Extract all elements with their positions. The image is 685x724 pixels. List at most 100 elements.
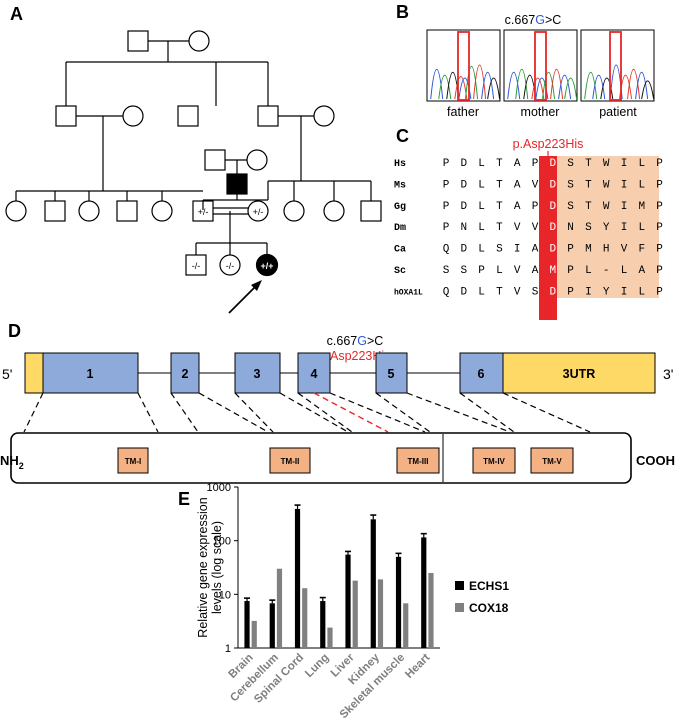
residue: D — [460, 286, 467, 298]
residue: H — [603, 244, 610, 256]
trace-peak — [487, 77, 501, 100]
pedigree-female-iv8 — [283, 200, 305, 222]
trace-peak — [454, 76, 468, 100]
y-tick-label: 100 — [213, 536, 231, 548]
chromatogram-father-frame — [426, 29, 501, 102]
residue: P — [656, 265, 663, 277]
tm-domain-5-label: TM-V — [542, 457, 562, 466]
tm-domain-4-label: TM-IV — [483, 457, 505, 466]
bar-echs1-heart — [421, 537, 427, 648]
bar-echs1-kidney — [370, 519, 376, 648]
residue: L — [478, 222, 485, 234]
exon-3-label: 3 — [254, 367, 261, 381]
trace-peak — [641, 80, 655, 100]
residue: A — [638, 265, 645, 277]
residue: V — [514, 265, 521, 277]
bar-echs1-liver — [345, 554, 351, 648]
panel-label-d: D — [8, 321, 21, 341]
species-label: Ca — [394, 245, 406, 256]
trace-peak — [627, 68, 641, 100]
panel-label-e: E — [178, 489, 190, 509]
pedigree-male-iii1 — [204, 149, 226, 171]
exon-2-label: 2 — [182, 367, 189, 381]
residue: Y — [603, 222, 610, 234]
residue: P — [443, 179, 450, 191]
pedigree-female-iii2 — [246, 149, 268, 171]
pedigree-female-iv1 — [5, 200, 27, 222]
bar-cox18-lung — [327, 627, 333, 648]
pedigree-female-v2 — [219, 254, 241, 276]
residue: L — [638, 286, 645, 298]
residue: T — [496, 158, 503, 170]
residue: L — [478, 286, 485, 298]
proband-arrowhead — [251, 280, 262, 291]
residue: V — [514, 286, 521, 298]
tm-domain-3 — [396, 447, 440, 474]
residue: V — [514, 222, 521, 234]
residue: D — [549, 201, 556, 213]
exon-1 — [42, 352, 139, 394]
y-tick-label: 1000 — [207, 482, 231, 494]
residue: L — [478, 244, 485, 256]
residue: I — [585, 286, 592, 298]
gene-structure-panel: D c.667G>C p.Asp223His 5' 3' 1 2 3 4 5 6… — [0, 321, 675, 484]
pedigree-male-i1 — [127, 30, 149, 52]
legend-swatch — [455, 581, 464, 590]
pedigree-carrier-mother — [247, 200, 269, 222]
pedigree-proband — [255, 253, 279, 277]
exon-4-label: 4 — [311, 367, 318, 381]
residue: W — [603, 201, 610, 213]
c-terminus-label: COOH — [636, 453, 675, 468]
residue: I — [514, 244, 521, 256]
residue: D — [549, 244, 556, 256]
bar-cox18-liver — [352, 580, 358, 648]
tm-domain-4 — [472, 447, 516, 474]
pedigree-carrier-father — [192, 200, 214, 222]
residue: P — [656, 201, 663, 213]
pedigree-male-iv2 — [44, 200, 66, 222]
bar-cox18-heart — [428, 572, 434, 648]
utr3-box — [502, 352, 656, 394]
residue: T — [496, 286, 503, 298]
genotype-son: -/- — [192, 261, 201, 271]
pedigree-panel: A — [5, 4, 382, 314]
trace-label-patient: patient — [599, 105, 637, 119]
residue: S — [496, 244, 503, 256]
residue: W — [603, 179, 610, 191]
exon-6-label: 6 — [478, 367, 485, 381]
residue: D — [460, 201, 467, 213]
residue: P — [478, 265, 485, 277]
residue: V — [532, 179, 539, 191]
genotype-father: +/- — [198, 207, 209, 217]
residue: L — [638, 158, 645, 170]
pedigree-female-ii5 — [313, 105, 335, 127]
trace-peak — [564, 77, 578, 100]
trace-label-mother: mother — [521, 105, 560, 119]
genotype-mother: +/- — [253, 207, 264, 217]
residue: S — [567, 179, 574, 191]
residue: S — [567, 201, 574, 213]
alignment-mutation-label: p.Asp223His — [513, 137, 584, 151]
chromatogram-patient-frame — [580, 29, 655, 102]
tm-domain-2-label: TM-II — [281, 457, 300, 466]
residue: M — [638, 201, 645, 213]
trace-peak — [515, 68, 529, 100]
protein-change-label: p.Asp223His — [320, 349, 391, 363]
residue: T — [585, 201, 592, 213]
y-axis-title-line2: levels (log scale) — [210, 521, 224, 614]
tm-domain-2 — [269, 447, 311, 474]
pedigree-female-iv5 — [151, 200, 173, 222]
y-tick-label: 10 — [219, 589, 231, 601]
trace-peak — [438, 74, 452, 100]
residue: S — [532, 286, 539, 298]
legend-label: ECHS1 — [469, 579, 509, 593]
residue: L — [496, 265, 503, 277]
mutation-column-highlight — [539, 156, 557, 320]
panel-label-c: C — [396, 126, 409, 146]
residue: L — [585, 265, 592, 277]
residue: I — [621, 158, 628, 170]
expression-chart: E Relative gene expression levels (log s… — [178, 482, 509, 721]
exon-5-label: 5 — [388, 367, 395, 381]
species-label: hOXA1L — [394, 288, 423, 297]
